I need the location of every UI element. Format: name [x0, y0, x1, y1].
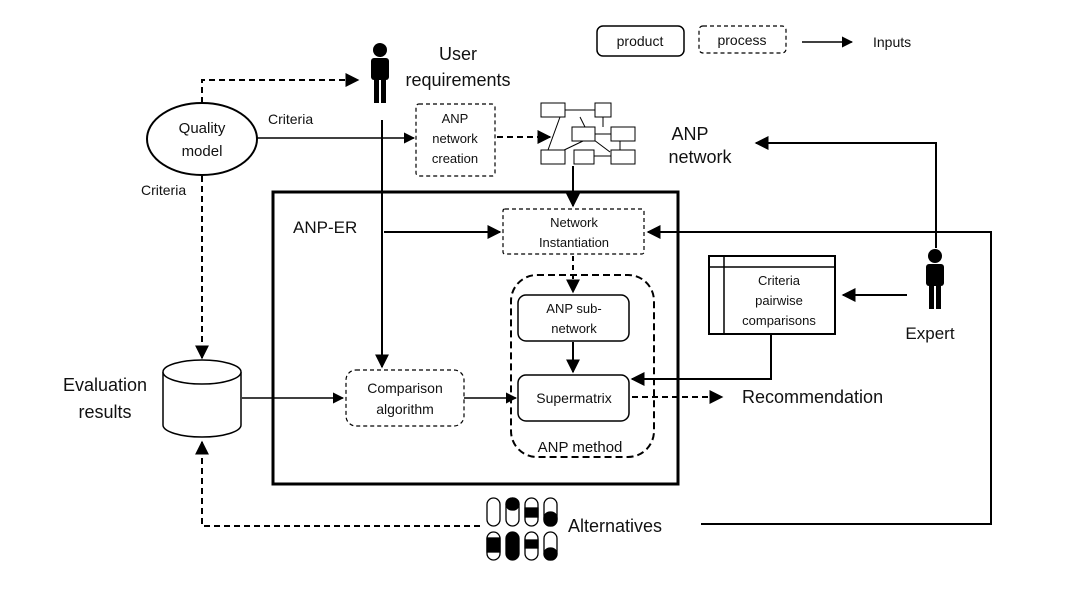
anp-subnetwork-label-2: network: [551, 321, 597, 336]
alternatives-to-evaluation-dashed: [195, 440, 480, 527]
legend-process-box: [698, 25, 787, 54]
anp-network-graph-icon: [540, 102, 636, 165]
user-requirements-label-2: requirements: [405, 70, 510, 90]
anp-network-creation-box: [415, 103, 496, 177]
network-instantiation-box: [502, 208, 645, 255]
comparison-algorithm-label-1: Comparison: [367, 380, 442, 396]
anp-subnetwork-label-1: ANP sub-: [546, 301, 601, 316]
criteria-pairwise-label-2: pairwise: [755, 293, 803, 308]
anp-network-label-2: network: [668, 147, 732, 167]
recommendation-label: Recommendation: [742, 387, 883, 407]
criteria-pairwise-label-1: Criteria: [758, 273, 801, 288]
legend-product-box: [596, 25, 685, 57]
anp-subnetwork-box: [517, 294, 630, 342]
legend: product process Inputs: [596, 25, 911, 57]
anp-method-region: [510, 274, 655, 458]
quality-model-node: Quality model: [146, 102, 258, 176]
expert-to-network-arrow: [754, 136, 937, 248]
expert-person-icon: [926, 249, 944, 309]
alternatives-to-instantiation-arrow: [646, 225, 992, 525]
network-instantiation-label-2: Instantiation: [539, 235, 609, 250]
quality-model-ellipse: [146, 102, 258, 176]
anp-er-box: [271, 190, 680, 486]
anp-network-label-1: ANP: [671, 124, 708, 144]
supermatrix-box: [517, 374, 630, 422]
expert-label: Expert: [905, 324, 954, 343]
user-person-icon: [371, 43, 389, 103]
evaluation-results-label-2: results: [78, 402, 131, 422]
criteria-pairwise-label-3: comparisons: [742, 313, 816, 328]
quality-to-user-dashed: [201, 73, 360, 103]
alternatives-label: Alternatives: [568, 516, 662, 536]
user-requirements-label-1: User: [439, 44, 477, 64]
evaluation-results-database-icon: [162, 359, 242, 438]
legend-inputs-label: Inputs: [873, 34, 911, 50]
anp-method-label: ANP method: [538, 439, 623, 456]
pairwise-to-supermatrix-arrow: [630, 334, 772, 386]
legend-process-label: process: [717, 32, 766, 48]
anp-network-creation-label-3: creation: [432, 151, 478, 166]
anp-network-creation-label-2: network: [432, 131, 478, 146]
criteria-left-label: Criteria: [141, 182, 186, 198]
quality-model-label-2: model: [182, 143, 223, 160]
anp-network-creation-label-1: ANP: [442, 111, 469, 126]
quality-model-label-1: Quality: [179, 120, 226, 137]
alternatives-pills-icon: [486, 497, 558, 561]
anp-er-label: ANP-ER: [293, 218, 357, 237]
criteria-top-label: Criteria: [268, 111, 313, 127]
evaluation-results-label-1: Evaluation: [63, 375, 147, 395]
supermatrix-label: Supermatrix: [536, 390, 611, 406]
network-instantiation-label-1: Network: [550, 215, 598, 230]
comparison-algorithm-box: [345, 369, 465, 427]
legend-product-label: product: [617, 33, 664, 49]
comparison-algorithm-label-2: algorithm: [376, 401, 434, 417]
